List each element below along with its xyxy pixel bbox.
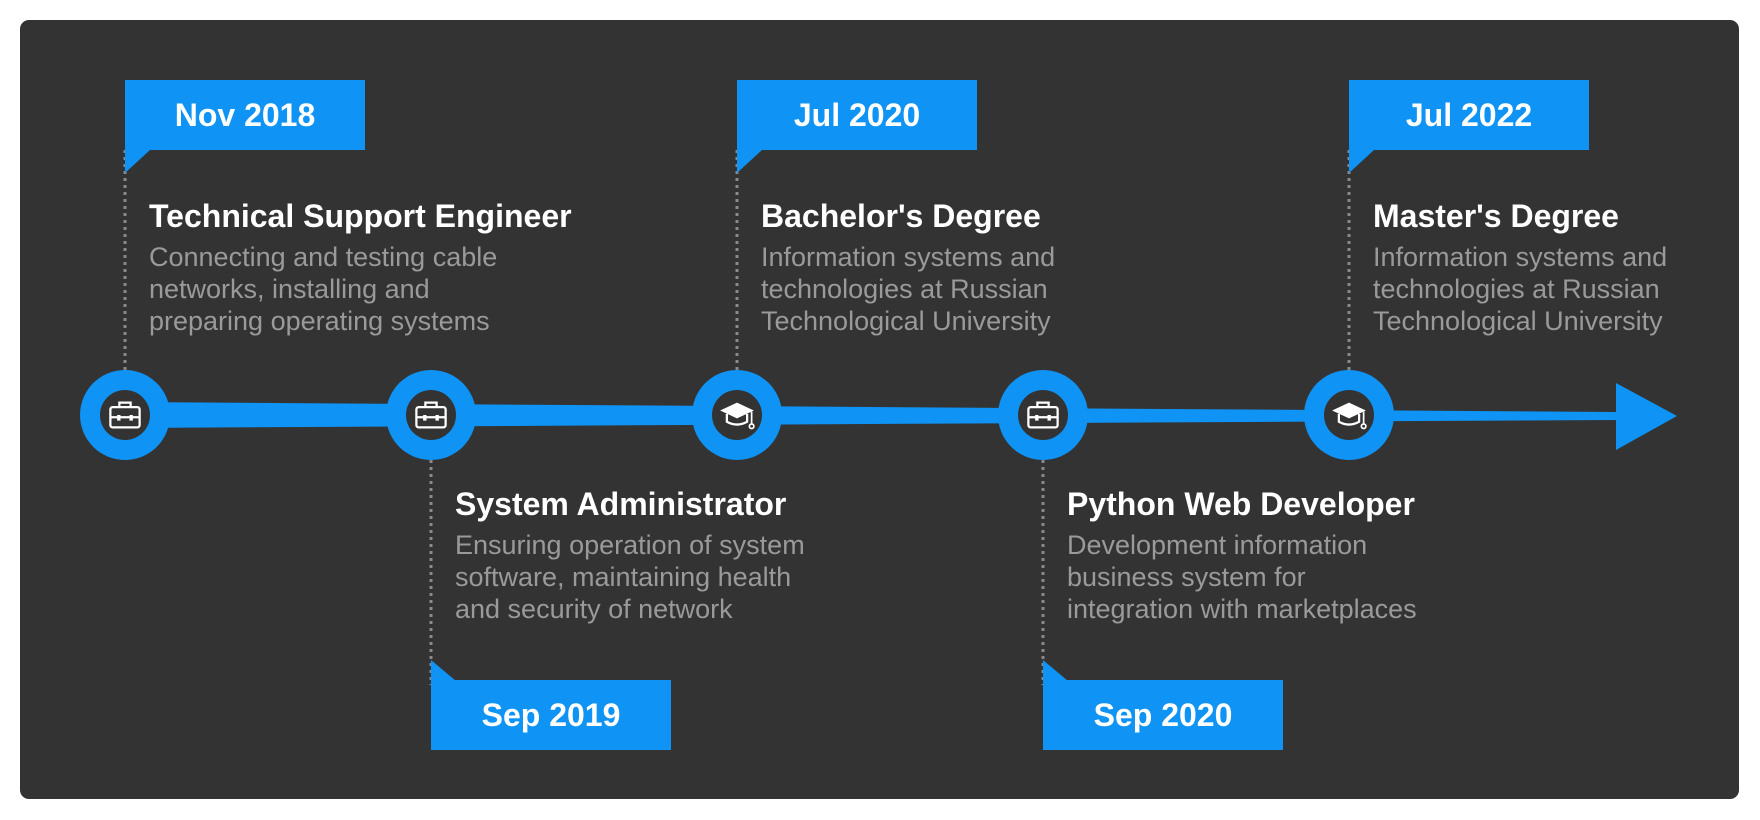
milestone-title: Master's Degree — [1373, 198, 1619, 234]
timeline-axis — [125, 402, 1617, 428]
milestone-node-master-s-degree — [1304, 370, 1394, 460]
description-line: software, maintaining health — [455, 562, 792, 592]
timeline-arrowhead — [1616, 383, 1677, 450]
description-line: Technological University — [761, 306, 1051, 336]
date-tag-jul-2022: Jul 2022 — [1349, 80, 1589, 150]
date-tag-pointer — [431, 660, 456, 681]
milestone-node-python-web-developer — [998, 370, 1088, 460]
date-tag-pointer — [737, 150, 762, 173]
description-line: Technological University — [1373, 306, 1663, 336]
milestone-node-system-administrator — [386, 370, 476, 460]
milestone-title: Technical Support Engineer — [149, 198, 572, 234]
description-line: networks, installing and — [149, 274, 430, 304]
date-tag-sep-2019: Sep 2019 — [431, 680, 671, 750]
milestone-node-bachelor-s-degree — [692, 370, 782, 460]
description-line: technologies at Russian — [761, 274, 1048, 304]
description-line: Information systems and — [761, 242, 1056, 272]
date-tag-sep-2020: Sep 2020 — [1043, 680, 1283, 750]
date-tag-pointer — [1043, 660, 1068, 681]
date-tag-nov-2018: Nov 2018 — [125, 80, 365, 150]
description-line: integration with marketplaces — [1067, 594, 1417, 624]
milestone-title: Python Web Developer — [1067, 486, 1415, 522]
description-line: preparing operating systems — [149, 306, 490, 336]
description-line: Ensuring operation of system — [455, 530, 805, 560]
date-tag-pointer — [125, 150, 150, 173]
date-tag-pointer — [1349, 150, 1374, 173]
milestone-title: System Administrator — [455, 486, 787, 522]
description-line: and security of network — [455, 594, 733, 624]
description-line: Connecting and testing cable — [149, 242, 498, 272]
description-line: business system for — [1067, 562, 1306, 592]
description-line: Development information — [1067, 530, 1368, 560]
description-line: Information systems and — [1373, 242, 1668, 272]
milestone-title: Bachelor's Degree — [761, 198, 1041, 234]
description-line: technologies at Russian — [1373, 274, 1660, 304]
date-tag-jul-2020: Jul 2020 — [737, 80, 977, 150]
milestone-node-technical-support-engineer — [80, 370, 170, 460]
